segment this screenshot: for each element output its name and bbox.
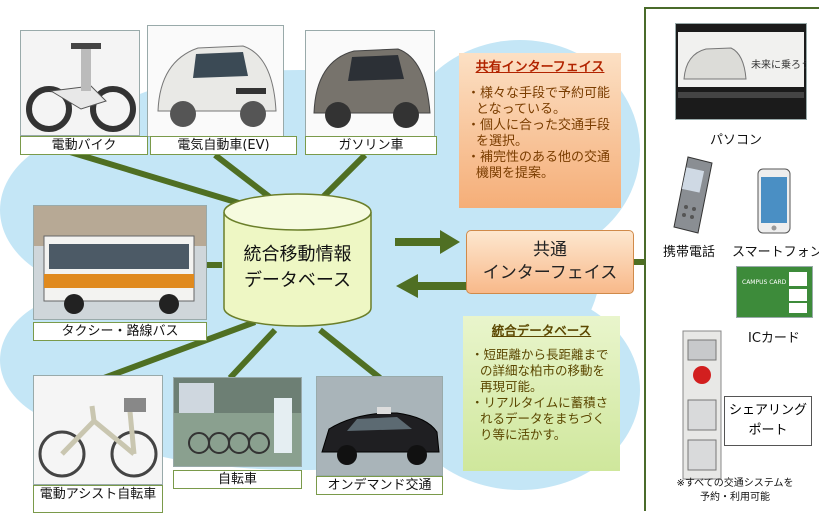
sharing-port-label: シェアリング ポート — [724, 396, 812, 446]
bus-photo — [33, 205, 207, 320]
label-ebike: 電動バイク — [20, 136, 148, 155]
link-ebike — [69, 149, 263, 213]
arrow-right — [395, 230, 460, 254]
ondemand-taxi-photo — [316, 376, 443, 476]
sharing-line1: シェアリング — [728, 403, 807, 418]
arrow-left — [396, 274, 468, 298]
label-bicycle: 自転車 — [173, 470, 302, 489]
bicycle-port-photo — [173, 377, 302, 467]
label-pc: パソコン — [710, 133, 763, 148]
link-assist — [83, 319, 257, 388]
shared-bullet: ・補完性のある他の交通機関を提案。 — [467, 150, 611, 181]
card-text: CAMPUS CARD — [742, 279, 787, 286]
integrated-database-title: 統合データベース — [491, 323, 592, 338]
mobile-phone-icon — [673, 156, 713, 234]
ev-photo — [147, 25, 284, 137]
gasoline-car-photo — [305, 30, 435, 137]
label-taxi-bus: タクシー・路線バス — [33, 322, 207, 341]
integrated-database: 統合移動情報 データベース — [220, 190, 375, 330]
link-bicycle — [227, 327, 278, 381]
ic-card: CAMPUS CARD — [736, 266, 813, 318]
assist-bike-photo — [33, 375, 163, 485]
footnote-line1: ※すべての交通システムを — [676, 478, 794, 489]
database-label-line1: 統合移動情報 — [243, 244, 352, 265]
label-ondemand: オンデマンド交通 — [316, 476, 443, 495]
shared-bullet: ・個人に合った交通手段を選択。 — [467, 118, 611, 149]
ebike-photo — [20, 30, 140, 136]
label-smartphone: スマートフォン — [732, 245, 819, 260]
database-cylinder-icon — [223, 193, 372, 327]
sharing-line2: ポート — [748, 423, 788, 438]
interface-label-line2: インターフェイス — [482, 263, 618, 283]
pc-screen-text: 未来に乗ろう! — [751, 60, 806, 71]
label-mobile: 携帯電話 — [663, 245, 716, 260]
sharing-port-icon — [682, 330, 722, 480]
link-ondemand — [318, 327, 382, 381]
label-ic-card: ICカード — [748, 331, 800, 346]
interface-label-line1: 共通 — [533, 240, 567, 260]
label-ev: 電気自動車(EV) — [150, 136, 297, 155]
integrated-database-box: 統合データベース ・短距離から長距離までの詳細な柏市の移動を再現可能。 ・リアル… — [463, 316, 620, 471]
footnote-line2: 予約・利用可能 — [700, 492, 770, 503]
shared-bullet: ・様々な手段で予約可能となっている。 — [467, 86, 611, 117]
label-assist-bike: 電動アシスト自転車 — [33, 485, 163, 513]
common-interface: 共通 インターフェイス — [466, 230, 634, 294]
integ-bullet: ・短距離から長距離までの詳細な柏市の移動を再現可能。 — [471, 347, 609, 394]
devices-panel — [644, 7, 819, 511]
smartphone-icon — [757, 168, 791, 234]
label-gasoline: ガソリン車 — [305, 136, 437, 155]
footnote: ※すべての交通システムを 予約・利用可能 — [655, 477, 815, 505]
database-label-line2: データベース — [243, 270, 352, 291]
integ-bullet: ・リアルタイムに蓄積されるデータをまちづくり等に活かす。 — [471, 395, 609, 442]
pc-screenshot: 未来に乗ろう! — [675, 23, 807, 120]
shared-interface-title: 共有インターフェイス — [475, 60, 605, 75]
shared-interface-box: 共有インターフェイス ・様々な手段で予約可能となっている。 ・個人に合った交通手… — [459, 53, 621, 208]
